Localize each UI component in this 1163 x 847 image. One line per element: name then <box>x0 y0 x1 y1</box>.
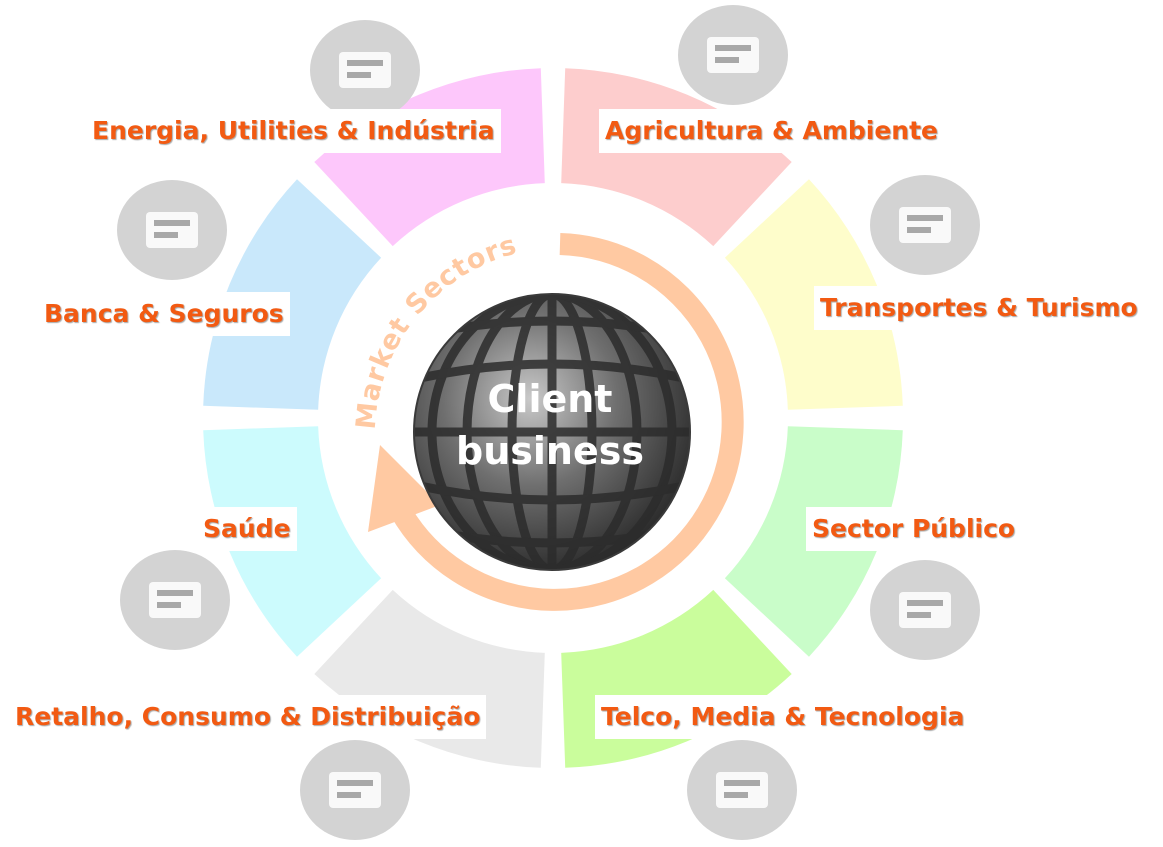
ring-segment-5 <box>724 179 903 410</box>
tractor-icon <box>678 5 788 105</box>
sector-label-energia: Energia, Utilities & Indústria <box>86 109 501 153</box>
government-building-icon <box>870 560 980 660</box>
medical-icon <box>120 550 230 650</box>
devices-icon <box>687 740 797 840</box>
sector-label-banca: Banca & Seguros <box>38 292 290 336</box>
ring-arrowhead <box>368 445 440 532</box>
sector-label-saude: Saúde <box>197 507 297 551</box>
sector-label-transportes: Transportes & Turismo <box>814 286 1144 330</box>
euro-icon <box>117 180 227 280</box>
sector-icons <box>117 5 980 840</box>
ring-segment-2 <box>203 179 382 410</box>
ring-arrow <box>390 233 744 611</box>
sector-label-sector-publico: Sector Público <box>806 507 1022 551</box>
sector-label-retalho: Retalho, Consumo & Distribuição <box>9 695 487 739</box>
power-tower-icon <box>310 20 420 120</box>
ring-segment-7 <box>561 589 792 768</box>
factory-icon <box>870 175 980 275</box>
sector-label-agricultura: Agricultura & Ambiente <box>599 109 945 153</box>
center-title-line2: business <box>456 429 644 473</box>
sector-label-telco: Telco, Media & Tecnologia <box>595 695 971 739</box>
globe-icon <box>413 293 691 571</box>
shopping-cart-icon <box>300 740 410 840</box>
center-title-line1: Client <box>488 377 613 421</box>
ring-segment-8 <box>314 589 545 768</box>
